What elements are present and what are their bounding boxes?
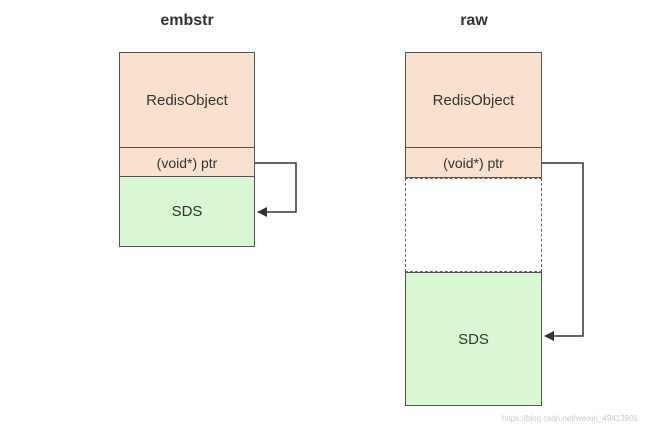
embstr-redis-object-label: RedisObject (146, 92, 228, 109)
raw-title: raw (460, 12, 488, 29)
embstr-title: embstr (160, 12, 214, 29)
embstr-redis-object-box: RedisObject (119, 52, 255, 149)
raw-redis-object-label: RedisObject (432, 92, 515, 109)
raw-sds-box: SDS (405, 272, 542, 406)
raw-sds-label: SDS (458, 330, 489, 348)
embstr-ptr-label: (void*) ptr (156, 154, 218, 171)
embstr-ptr-field: (void*) ptr (119, 147, 255, 178)
raw-ptr-field: (void*) ptr (405, 147, 542, 178)
embstr-sds-box: SDS (119, 176, 255, 247)
embstr-sds-label: SDS (171, 203, 203, 220)
raw-redis-object-box: RedisObject (405, 52, 542, 149)
raw-memory-gap (405, 178, 542, 272)
watermark: https://blog.csdn.net/weixin_49413901 (501, 414, 638, 423)
embstr-ptr-arrow (255, 162, 297, 217)
raw-ptr-arrow (542, 162, 584, 341)
raw-ptr-label: (void*) ptr (443, 154, 504, 171)
